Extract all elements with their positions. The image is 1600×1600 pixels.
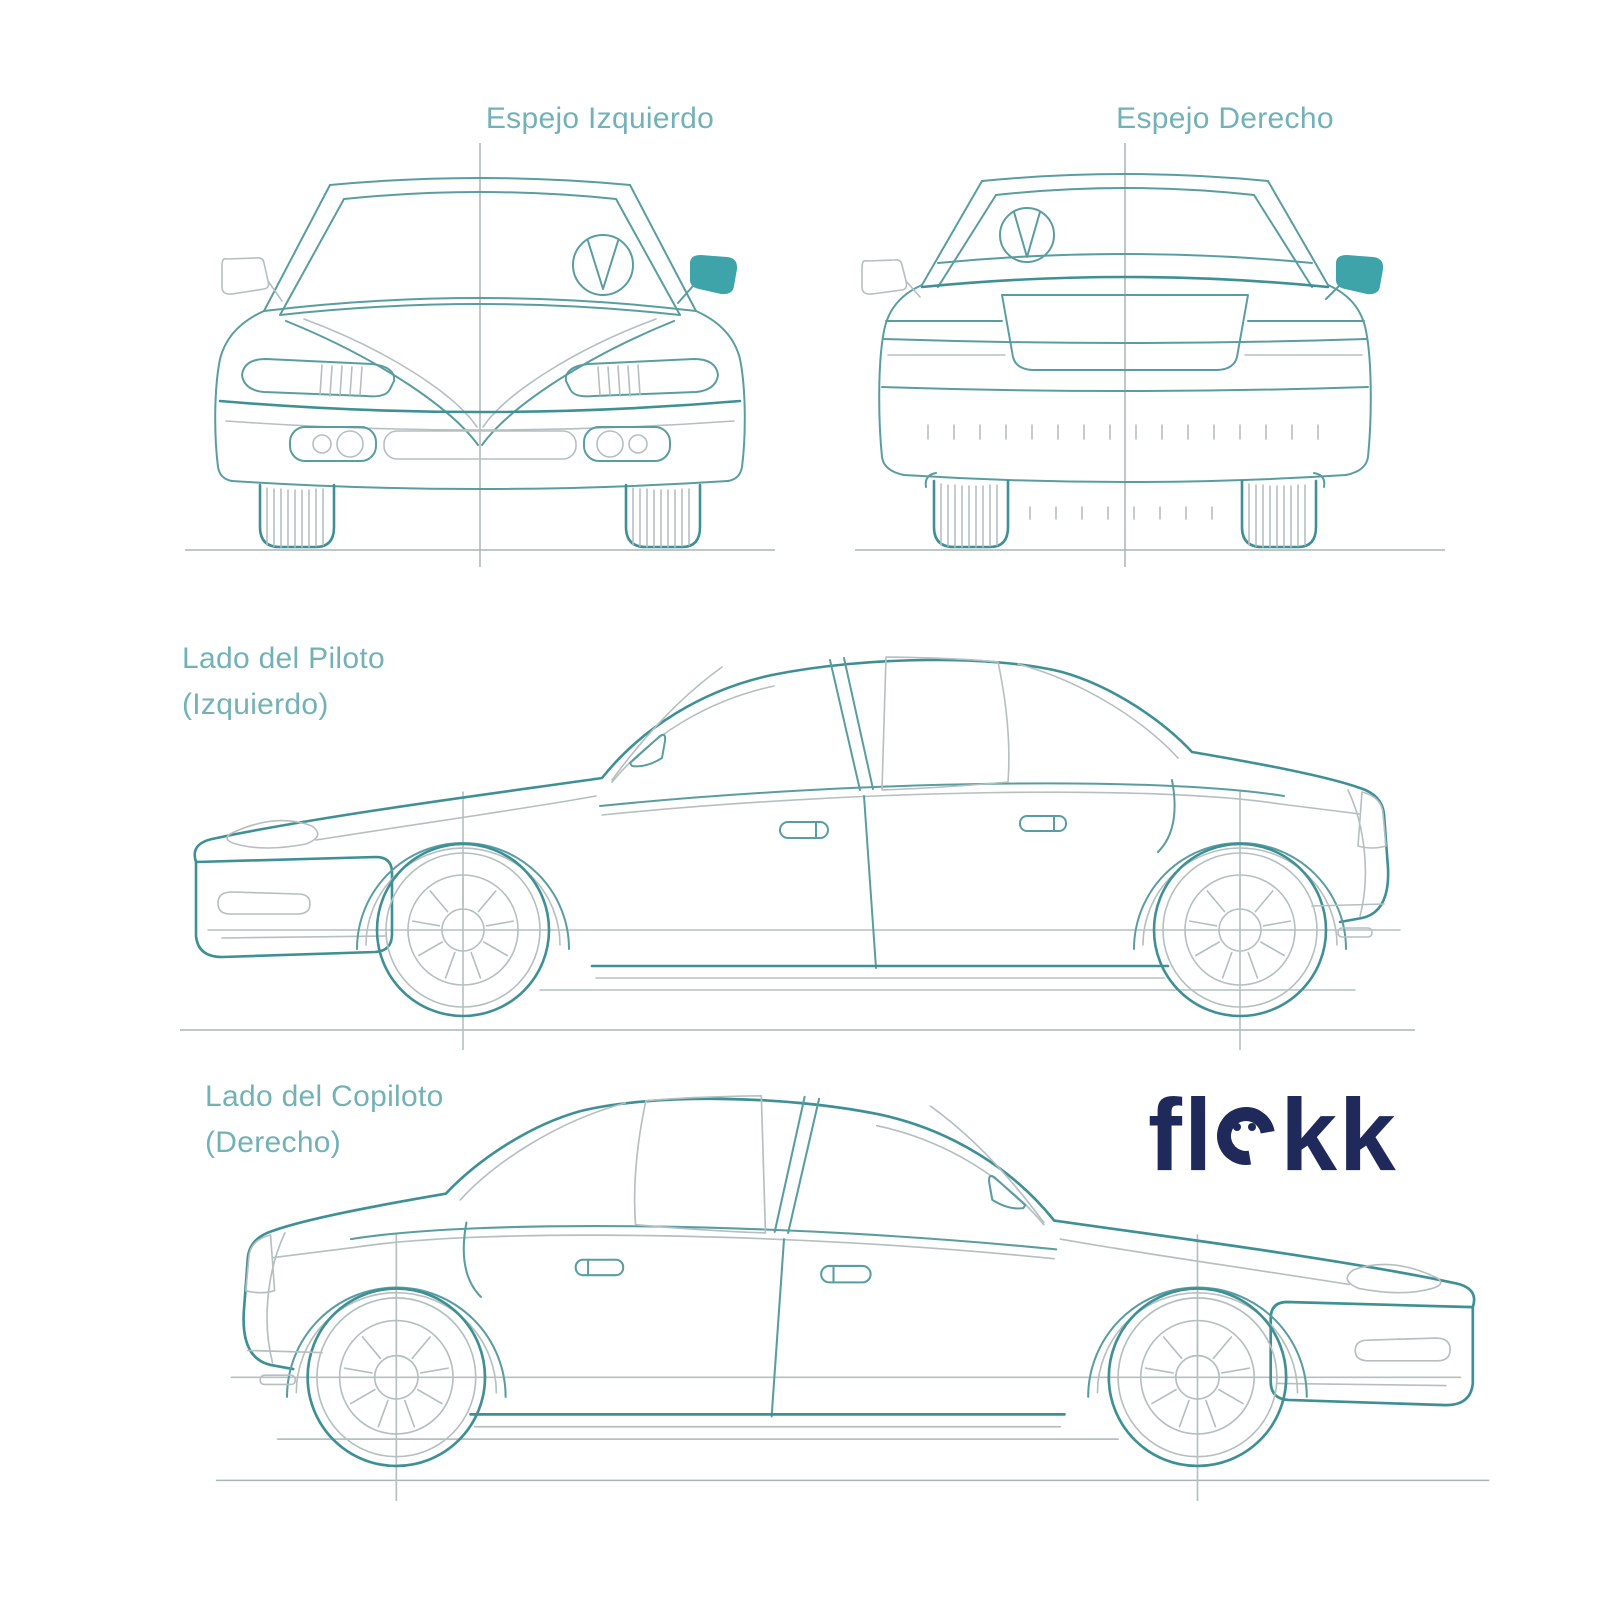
right-mirror-outline <box>221 257 283 302</box>
caption-driver-side-line2: (Izquierdo) <box>182 688 329 721</box>
construction-lines <box>855 143 1445 567</box>
body-sides <box>214 310 746 482</box>
tire-right <box>1240 472 1326 549</box>
headlight-left <box>241 358 396 398</box>
caption-front-view: Espejo Izquierdo <box>485 102 715 135</box>
logo-text-after-e: kk <box>1280 1078 1398 1192</box>
center-air-intake <box>383 430 577 460</box>
caption-passenger-side-line2: (Derecho) <box>205 1126 342 1159</box>
right-mirror-highlight <box>1325 255 1384 300</box>
construction-lines <box>185 143 775 567</box>
steering-wheel <box>999 207 1055 263</box>
trunk-lid <box>1001 294 1249 371</box>
headlight-right <box>564 358 719 398</box>
front-bumper <box>218 399 742 490</box>
tire-left <box>258 483 336 549</box>
front-view-car-diagram <box>185 143 775 567</box>
taillight-band <box>883 320 1367 356</box>
steering-wheel <box>572 234 634 296</box>
left-mirror-highlight <box>677 255 738 304</box>
caption-driver-side: Lado del Piloto (Izquierdo) <box>182 636 385 728</box>
tire-left <box>924 472 1010 549</box>
tire-right <box>624 483 702 549</box>
caption-passenger-side: Lado del Copiloto (Derecho) <box>205 1074 444 1166</box>
caption-driver-side-line1: Lado del Piloto <box>182 642 385 675</box>
fog-lamp-right <box>583 426 671 462</box>
fog-lamp-left <box>289 426 377 462</box>
logo-e-icon <box>1205 1095 1287 1177</box>
caption-rear-view: Espejo Derecho <box>1116 102 1334 135</box>
body-sides <box>878 284 1372 476</box>
rear-view-car-diagram <box>855 143 1445 567</box>
flekk-logo: fl kk <box>1148 1068 1398 1186</box>
left-mirror-outline <box>861 259 921 298</box>
rear-bumper <box>881 386 1369 520</box>
driver-side-car-diagram <box>160 600 1440 1050</box>
caption-passenger-side-line1: Lado del Copiloto <box>205 1080 444 1113</box>
roof-and-pillars <box>920 173 1330 289</box>
logo-text-before-e: fl <box>1148 1078 1215 1192</box>
